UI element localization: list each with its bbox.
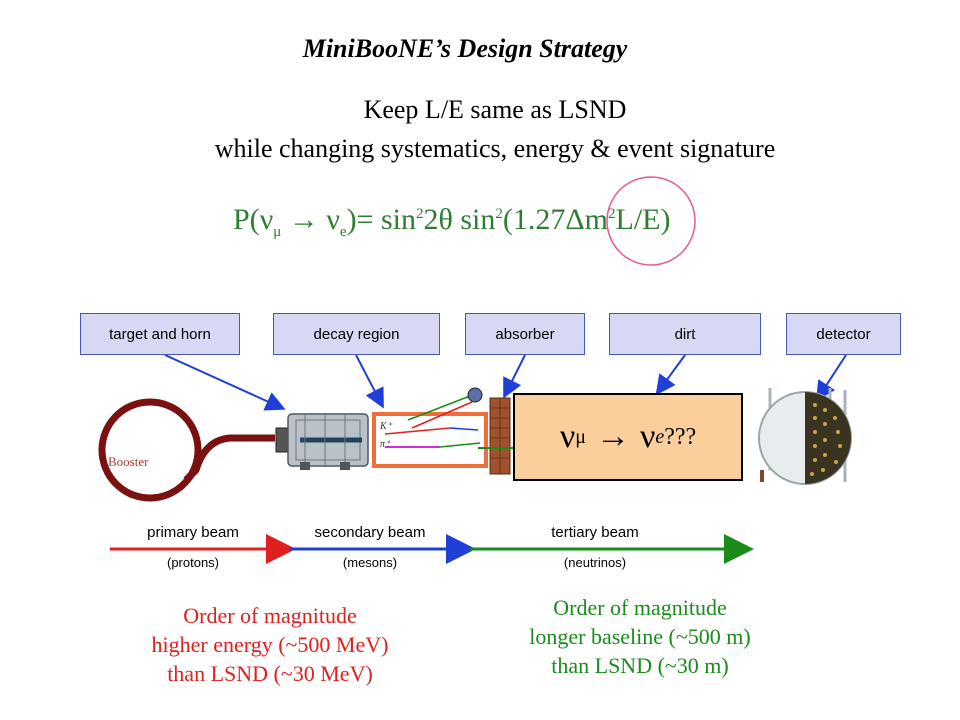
secondary-beam-sub: (mesons) bbox=[342, 555, 398, 570]
order-right-line-2: longer baseline (~500 m) bbox=[529, 624, 751, 649]
primary-beam-label: primary beam bbox=[147, 524, 239, 541]
meson-label-pi: π⁺ bbox=[380, 439, 391, 450]
osc-question: ??? bbox=[664, 423, 697, 450]
label-decay-region: decay region bbox=[273, 313, 440, 355]
osc-nu-mu: ν bbox=[559, 418, 576, 455]
horn-device-icon bbox=[275, 413, 369, 470]
label-target-and-horn: target and horn bbox=[80, 313, 240, 355]
tertiary-beam-sub: (neutrinos) bbox=[563, 555, 627, 570]
osc-nu-e: ν bbox=[639, 418, 656, 455]
decay-line-2 bbox=[411, 401, 473, 429]
decay-line-3 bbox=[439, 442, 481, 448]
decay-particle bbox=[467, 387, 483, 403]
decay-region-box bbox=[372, 412, 488, 468]
formula-sub-mu: μ bbox=[273, 224, 282, 240]
label-dirt: dirt bbox=[609, 313, 761, 355]
decay-line-4 bbox=[449, 427, 479, 431]
meson-label-k: K⁺ bbox=[380, 421, 392, 432]
highlight-circle bbox=[606, 176, 696, 266]
osc-sub-mu: μ bbox=[575, 425, 586, 448]
formula-end: L/E) bbox=[615, 203, 671, 236]
detector-sphere-icon bbox=[758, 388, 852, 485]
formula-arrow: → bbox=[288, 203, 319, 236]
order-right: Order of magnitude longer baseline (~500… bbox=[470, 593, 810, 680]
formula-mid-b: (1.27Δm bbox=[502, 203, 608, 236]
subtitle-line-2: while changing systematics, energy & eve… bbox=[214, 134, 776, 163]
order-left-line-1: Order of magnitude bbox=[183, 603, 357, 628]
order-right-line-1: Order of magnitude bbox=[553, 595, 727, 620]
pointer-decay bbox=[355, 354, 384, 409]
pointer-dirt bbox=[655, 354, 686, 396]
order-left-line-3: than LSND (~30 MeV) bbox=[167, 661, 373, 686]
pointer-absorber bbox=[503, 354, 526, 399]
order-left: Order of magnitude higher energy (~500 M… bbox=[100, 601, 440, 688]
osc-sub-e: e bbox=[655, 425, 665, 448]
decay-line-1 bbox=[407, 395, 471, 421]
order-left-line-2: higher energy (~500 MeV) bbox=[151, 632, 389, 657]
oscillation-formula: P(νμ → νe)= sin22θ sin2(1.27Δm2L/E) bbox=[233, 203, 670, 241]
pointer-detector bbox=[815, 354, 847, 402]
label-absorber: absorber bbox=[465, 313, 585, 355]
secondary-beam-label: secondary beam bbox=[314, 524, 426, 541]
formula-mid-a: 2θ sin bbox=[423, 203, 496, 236]
formula-sup-c: 2 bbox=[608, 206, 616, 222]
booster-ring-icon bbox=[98, 398, 275, 502]
formula-sup-a: 2 bbox=[415, 206, 424, 222]
label-detector: detector bbox=[786, 313, 901, 355]
subtitle-line-1: Keep L/E same as LSND bbox=[363, 95, 627, 124]
formula-nu-mu: ν bbox=[259, 203, 274, 236]
booster-label: Booster bbox=[108, 454, 149, 469]
formula-sup-b: 2 bbox=[495, 206, 503, 222]
order-right-line-3: than LSND (~30 m) bbox=[551, 653, 729, 678]
pointer-target bbox=[164, 354, 286, 411]
tertiary-beam-label: tertiary beam bbox=[551, 524, 639, 541]
slide-title: MiniBooNE’s Design Strategy bbox=[302, 34, 628, 63]
osc-arrow: → bbox=[595, 418, 630, 455]
formula-eq: )= sin bbox=[346, 203, 416, 236]
meson-track-k bbox=[384, 427, 451, 435]
formula-p: P( bbox=[233, 203, 260, 236]
primary-beam-sub: (protons) bbox=[166, 555, 220, 570]
formula-sub-e: e bbox=[339, 224, 347, 240]
formula-nu-e: ν bbox=[326, 203, 340, 236]
